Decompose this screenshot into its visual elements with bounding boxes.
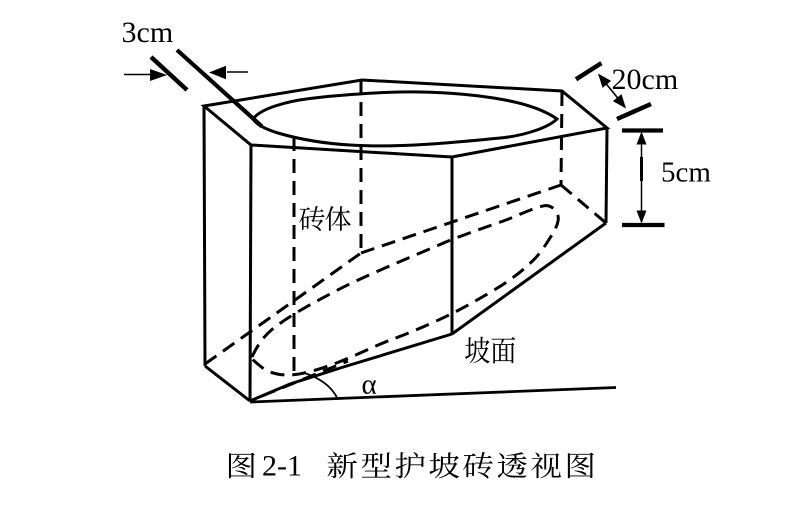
svg-text:α: α	[362, 369, 377, 401]
svg-text:3cm: 3cm	[122, 16, 174, 49]
svg-text:5cm: 5cm	[661, 156, 711, 188]
svg-text:2-1: 2-1	[262, 450, 302, 483]
svg-text:20cm: 20cm	[612, 63, 679, 96]
